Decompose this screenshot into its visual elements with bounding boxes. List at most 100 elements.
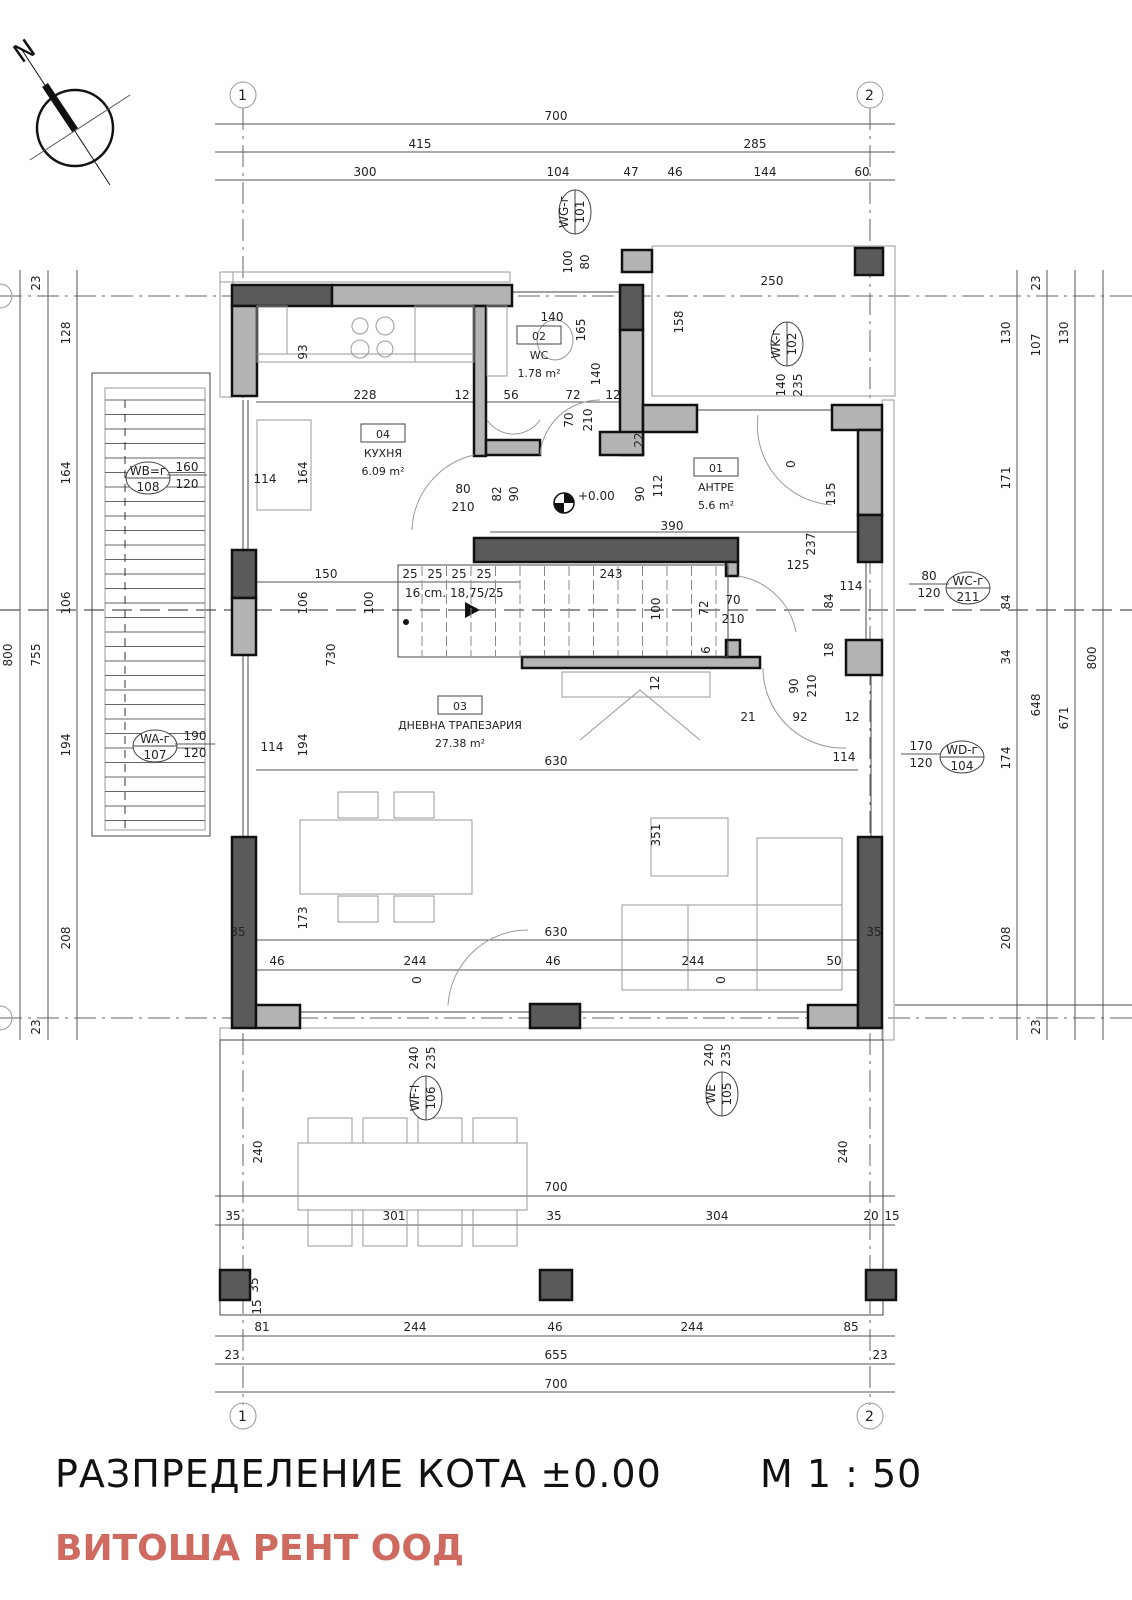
opening-id: 108 <box>137 480 160 494</box>
dimension-label: 173 <box>296 907 310 930</box>
dimension-label: 100 <box>649 598 663 621</box>
dimension-label: 35 <box>247 1277 261 1292</box>
opening-id: 106 <box>424 1087 438 1110</box>
room-area: 5.6 m² <box>698 499 734 512</box>
opening-width: 140 <box>774 374 788 397</box>
opening-type: WC-г <box>953 574 984 588</box>
level-marker: +0.00 <box>553 489 615 514</box>
opening-height: 235 <box>424 1047 438 1070</box>
dimension-label: 85 <box>843 1320 858 1334</box>
opening-type: WD-г <box>946 743 978 757</box>
dimension-label: 23 <box>1029 275 1043 290</box>
dimension-lines <box>19 123 1104 1393</box>
opening-height: 235 <box>719 1044 733 1067</box>
dimension-label: 84 <box>999 594 1013 609</box>
svg-text:+0.00: +0.00 <box>578 489 615 503</box>
dimension-label: 114 <box>254 472 277 486</box>
room-area: 1.78 m² <box>517 367 560 380</box>
opening-type: WB=г <box>130 464 166 478</box>
dimension-label: 140 <box>541 310 564 324</box>
dimension-label: 237 <box>804 533 818 556</box>
dimension-label: 72 <box>565 388 580 402</box>
walls <box>218 246 898 1302</box>
dimension-label: 244 <box>682 954 705 968</box>
dimension-label: 92 <box>792 710 807 724</box>
dimension-label: 35 <box>866 925 881 939</box>
dimension-label: 18 <box>822 642 836 657</box>
opening-id: 105 <box>720 1083 734 1106</box>
dimension-label: 34 <box>999 649 1013 664</box>
dimension-label: 82 <box>490 486 504 501</box>
dimension-label: 755 <box>29 644 43 667</box>
room-name: АНТРЕ <box>698 481 734 494</box>
opening-width: 170 <box>910 739 933 753</box>
dimension-label: 25 <box>402 567 417 581</box>
dimension-label: 12 <box>454 388 469 402</box>
room-number: 01 <box>709 462 723 475</box>
dimension-label: 128 <box>59 322 73 345</box>
dimension-label: 174 <box>999 747 1013 770</box>
dimension-label: 90 <box>507 486 521 501</box>
dimension-label: 106 <box>296 592 310 615</box>
dimension-label: 655 <box>545 1348 568 1362</box>
dimension-label: 12 <box>844 710 859 724</box>
opening-id: 102 <box>785 333 799 356</box>
dimension-label: 228 <box>354 388 377 402</box>
dimension-label: 93 <box>296 344 310 359</box>
dimension-label: 60 <box>854 165 869 179</box>
dimension-label: 240 <box>251 1141 265 1164</box>
dimension-label: 35 <box>230 925 245 939</box>
furniture <box>256 305 847 1247</box>
grid-bubble-1-top: 1 <box>229 81 257 109</box>
dimension-label: 135 <box>824 483 838 506</box>
dimension-label: 300 <box>354 165 377 179</box>
north-arrow-icon: N <box>8 34 131 186</box>
dimension-label: 244 <box>404 1320 427 1334</box>
dimension-label: 12 <box>648 675 662 690</box>
dimension-label: 150 <box>315 567 338 581</box>
watermark: ВИТОША РЕНТ ООД <box>55 1528 464 1569</box>
dimension-label: 800 <box>1 644 15 667</box>
dimension-label: 23 <box>29 275 43 290</box>
opening-id: 101 <box>573 201 587 224</box>
dimension-label: 114 <box>833 750 856 764</box>
dimension-label: 22 <box>632 432 646 447</box>
room-area: 6.09 m² <box>361 465 404 478</box>
dimension-label: 112 <box>651 475 665 498</box>
grid-bubble-2-bottom: 2 <box>856 1402 884 1430</box>
dimension-label: 23 <box>1029 1019 1043 1034</box>
dimension-label: 70 <box>725 593 740 607</box>
dimension-label: 415 <box>409 137 432 151</box>
dimension-label: 671 <box>1057 707 1071 730</box>
opening-width: 160 <box>176 460 199 474</box>
grid-bubble-1-bottom: 1 <box>229 1402 257 1430</box>
dimension-label: 35 <box>225 1209 240 1223</box>
dimension-label: 164 <box>296 462 310 485</box>
dimension-label: 700 <box>545 1377 568 1391</box>
opening-height: 80 <box>578 254 592 269</box>
wooden-deck <box>91 372 211 837</box>
dimension-label: 15 <box>250 1299 264 1314</box>
opening-type: WF-l <box>408 1085 422 1111</box>
dimension-label: 104 <box>547 165 570 179</box>
dimension-label: 56 <box>503 388 518 402</box>
opening-id: 107 <box>144 748 167 762</box>
dimension-label: 301 <box>383 1209 406 1223</box>
dimension-label: 125 <box>787 558 810 572</box>
dimension-label: 700 <box>545 1180 568 1194</box>
dimension-label: 800 <box>1085 647 1099 670</box>
dimension-label: 46 <box>547 1320 562 1334</box>
dimension-label: 90 <box>633 486 647 501</box>
opening-width: 190 <box>184 729 207 743</box>
stair-direction-arrow-icon <box>465 602 480 618</box>
dimension-label: 240 <box>836 1141 850 1164</box>
drawing-title: РАЗПРЕДЕЛЕНИЕ КОТА ±0.00 <box>55 1452 662 1496</box>
